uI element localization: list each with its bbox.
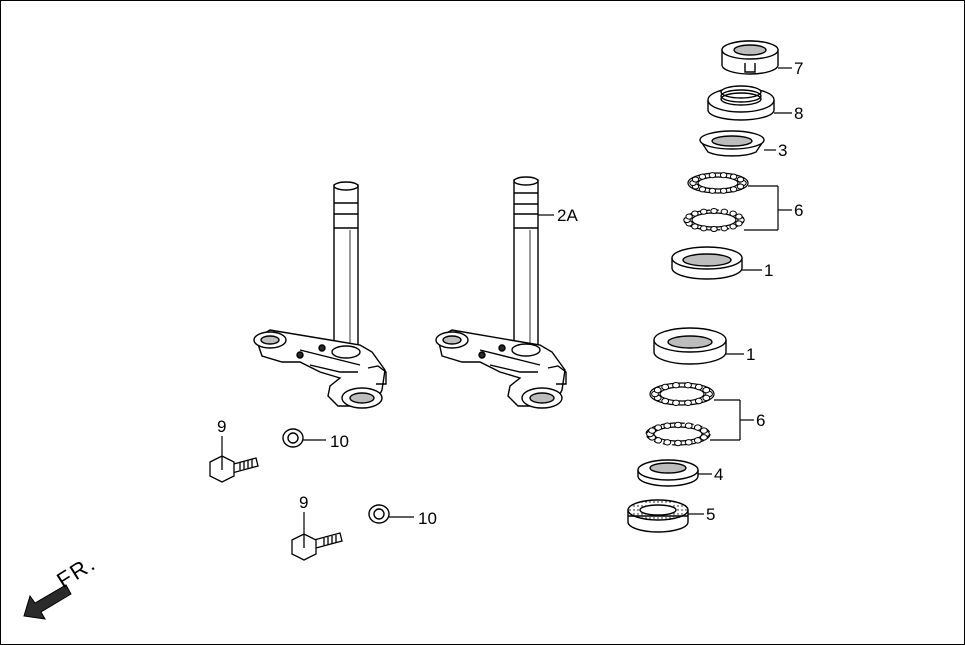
bearing-ball	[710, 225, 718, 233]
bearing-balls-upper-loose	[683, 207, 745, 233]
front-arrow-icon	[23, 584, 72, 620]
bearing-ball	[700, 208, 708, 215]
label-part-3: 3	[778, 141, 788, 160]
bearing-ball	[661, 397, 670, 405]
ball-race-1-upper	[671, 246, 743, 280]
bearing-ball	[691, 210, 699, 217]
bearing-ball	[719, 172, 728, 179]
bearing-ball	[693, 424, 702, 431]
bolt-9-a	[209, 455, 259, 483]
label-part-9-a: 9	[217, 417, 227, 436]
bearing-ball	[729, 210, 737, 217]
bearing-ball	[736, 183, 745, 190]
bearing-ball	[702, 386, 711, 394]
bearing-ball	[693, 437, 702, 444]
bearing-balls-lower-cage	[651, 381, 713, 407]
bearing-ball	[720, 225, 728, 232]
dust-seal-5	[627, 499, 689, 533]
bearing-ball	[694, 397, 703, 405]
adjusting-nut-8	[707, 85, 775, 121]
bearing-ball	[729, 186, 738, 193]
bolt-9-b	[291, 532, 343, 561]
label-part-6-upper: 6	[794, 201, 804, 220]
bearing-ball	[663, 422, 672, 429]
bearing-ball	[700, 434, 708, 441]
bearing-ball	[708, 187, 717, 194]
bearing-ball	[684, 439, 693, 446]
bearing-ball	[735, 213, 743, 220]
bearing-ball	[691, 223, 699, 230]
label-part-10-a: 10	[330, 432, 349, 451]
label-part-9-b: 9	[299, 493, 309, 512]
ball-race-1-lower	[653, 327, 727, 365]
label-part-2a: 2A	[557, 206, 578, 225]
bearing-balls-upper-cage	[689, 172, 747, 194]
bearing-ball	[736, 176, 745, 183]
bearing-ball	[674, 439, 682, 447]
bearing-ball	[702, 394, 711, 402]
bearing-ball	[654, 424, 663, 431]
bearing-ball	[672, 381, 680, 389]
bearing-ball	[674, 421, 682, 429]
bearing-ball	[648, 427, 656, 434]
bearing-ball	[684, 422, 693, 429]
bearing-balls-lower-loose	[646, 421, 710, 447]
bearing-ball	[698, 173, 707, 180]
label-part-8: 8	[794, 104, 804, 123]
label-part-6-lower: 6	[756, 411, 766, 430]
bearing-ball	[663, 439, 672, 446]
washer-10-a	[282, 428, 304, 448]
cone-race-4	[637, 459, 699, 487]
bearing-ball	[653, 386, 662, 394]
bearing-ball	[685, 213, 693, 220]
bearing-ball	[661, 383, 670, 391]
bearing-ball	[700, 427, 708, 434]
bearing-ball	[710, 207, 718, 215]
lock-nut-7	[721, 40, 779, 75]
label-part-4: 4	[714, 465, 724, 484]
label-part-1-lower: 1	[746, 345, 756, 364]
bearing-ball	[735, 220, 743, 227]
bearing-ball	[729, 173, 738, 180]
bearing-ball	[700, 225, 708, 232]
bearing-ball	[698, 186, 707, 193]
bearing-ball	[684, 399, 692, 407]
leader-lines	[221, 67, 792, 536]
bearing-ball	[694, 383, 703, 391]
steering-stem-left	[253, 181, 387, 409]
bearing-ball	[684, 381, 692, 389]
bearing-ball	[719, 187, 728, 194]
steering-stem-2a	[435, 176, 567, 409]
bearing-ball	[672, 399, 680, 407]
label-part-1-upper: 1	[764, 261, 774, 280]
label-part-10-b: 10	[418, 509, 437, 528]
bearing-ball	[729, 223, 737, 230]
bearing-ball	[720, 208, 728, 215]
label-part-7: 7	[794, 59, 804, 78]
cone-race-3	[699, 130, 765, 157]
bearing-ball	[691, 176, 700, 183]
washer-10-b	[368, 504, 390, 524]
bearing-ball	[654, 437, 663, 444]
bearing-ball	[708, 172, 717, 179]
label-part-5: 5	[706, 505, 716, 524]
